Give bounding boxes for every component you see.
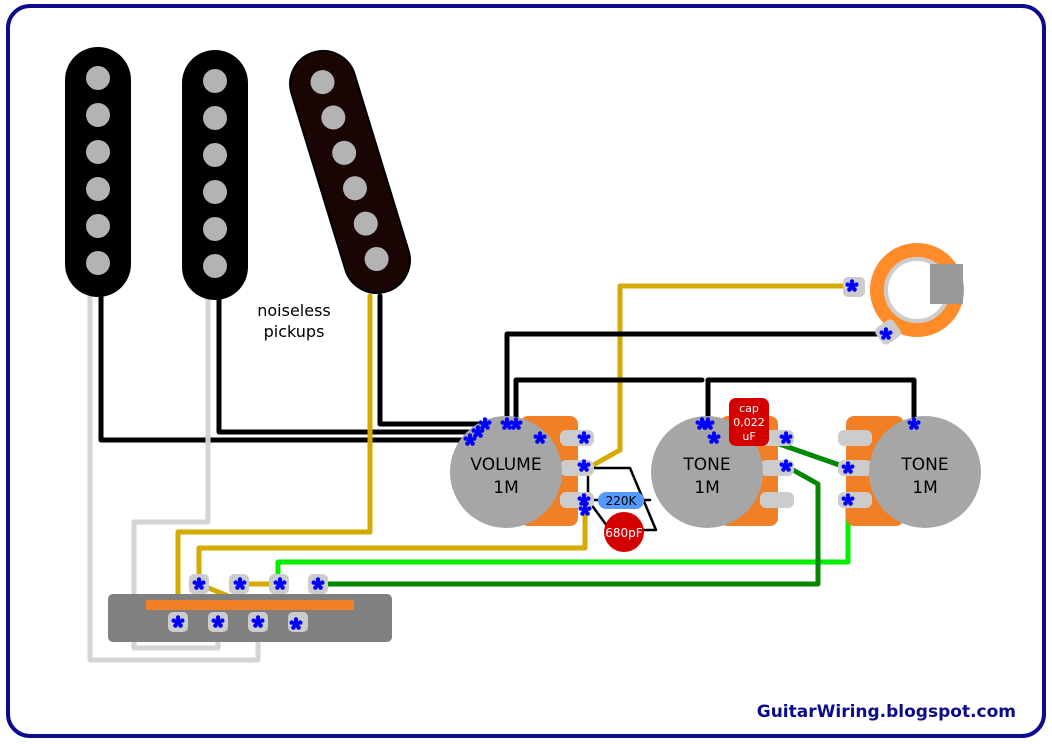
solder-joint-icon [509, 417, 523, 430]
wire-ground-bus-2 [705, 377, 917, 427]
solder-joints [171, 279, 921, 630]
cap-label-line3: uF [742, 430, 755, 443]
tone-pot-1: TONE 1M [651, 416, 794, 528]
wire-bridge-hot [377, 293, 488, 427]
pole-piece [203, 106, 227, 130]
volume-pot: VOLUME 1M [450, 416, 594, 528]
pole-piece [86, 214, 110, 238]
solder-joint-icon [211, 615, 225, 628]
wire-middle-ground [131, 295, 221, 651]
wire-tone1 [315, 463, 821, 587]
wire-volume-to-switch [196, 507, 588, 587]
pot-lug [760, 492, 794, 508]
single-coil-pickup-icon [289, 50, 411, 294]
treble-bleed-resistor [598, 492, 644, 509]
pole-piece [86, 66, 110, 90]
solder-joint-icon [577, 431, 591, 444]
solder-joint-icon [171, 615, 185, 628]
solder-joint-icon [311, 577, 325, 590]
solder-joint-icon [478, 417, 492, 430]
wire-neck-hot [98, 287, 473, 443]
jack-sleeve-body [930, 264, 963, 304]
pot-lug [838, 430, 872, 446]
pickup-label-line1: noiseless [257, 301, 331, 320]
pole-piece [203, 254, 227, 278]
pot-lug [560, 460, 594, 476]
tone-capacitor [729, 398, 769, 446]
potentiometer-icon [450, 416, 562, 528]
pole-piece [364, 247, 389, 272]
capacitor-icon [604, 512, 644, 552]
tone1-label-line1: TONE [682, 455, 730, 475]
resistor-label: 220K [606, 494, 638, 508]
tone2-label-line1: TONE [900, 455, 948, 475]
volume-label-line1: VOLUME [470, 455, 541, 475]
pole-piece [310, 70, 335, 95]
solder-joint-icon [841, 461, 855, 474]
pole-piece [203, 180, 227, 204]
solder-joint-icon [463, 433, 477, 446]
solder-joint-icon [578, 503, 592, 516]
pickup-label-line2: pickups [264, 322, 325, 341]
solder-joint-icon [533, 431, 547, 444]
solder-joint-icon [577, 459, 591, 472]
cap-label-line2: 0,022 [733, 416, 765, 429]
pickup-middle [182, 50, 248, 300]
solder-joint-icon [289, 617, 303, 630]
treble-bleed-capacitor: 680pF [604, 512, 644, 552]
solder-joint-icon [879, 327, 893, 340]
single-coil-pickup-icon [182, 50, 248, 300]
resistor-icon: 220K [598, 492, 644, 509]
solder-joint-icon [192, 577, 206, 590]
diagram-border [6, 4, 1046, 738]
tone1-label-line2: 1M [694, 478, 719, 498]
pickup-bridge [289, 50, 411, 294]
solder-joint-icon [707, 431, 721, 444]
solder-joint-icon [907, 417, 921, 430]
pole-piece [86, 103, 110, 127]
solder-joint-icon [701, 417, 715, 430]
wire-jack-ground [504, 331, 889, 427]
pole-piece [353, 211, 378, 236]
pole-piece [203, 69, 227, 93]
single-coil-pickup-icon [65, 47, 131, 297]
tone2-label-line2: 1M [912, 478, 937, 498]
pole-piece [86, 140, 110, 164]
tone-pot-2: TONE 1M [838, 416, 981, 528]
pole-piece [86, 177, 110, 201]
solder-joint-icon [233, 577, 247, 590]
pole-piece [321, 105, 346, 130]
pole-piece [86, 251, 110, 275]
solder-joint-icon [779, 459, 793, 472]
solder-joint-icon [577, 493, 591, 506]
solder-joint-icon [845, 279, 859, 292]
pickup-neck [65, 47, 131, 297]
pole-piece [203, 143, 227, 167]
output-jack-icon [843, 243, 964, 345]
wire-ground-bus [513, 377, 705, 427]
pole-piece [332, 140, 357, 165]
solder-joint-icon [779, 431, 793, 444]
footer-credit: GuitarWiring.blogspot.com [757, 702, 1016, 722]
solder-joint-icon [841, 493, 855, 506]
switch-blade [146, 600, 354, 610]
solder-joint-icon [251, 615, 265, 628]
cap-label-line1: cap [739, 402, 759, 415]
potentiometer-icon [869, 416, 981, 528]
pole-piece [342, 176, 367, 201]
solder-joint-icon [273, 577, 287, 590]
capacitor-icon: cap 0,022 uF [729, 398, 769, 446]
pole-piece [203, 217, 227, 241]
small-cap-label: 680pF [605, 526, 643, 540]
wire-volume-to-jack [585, 283, 855, 471]
wire-middle-hot [216, 293, 481, 435]
wire-bridge-to-switch [175, 293, 373, 625]
wire-tone2 [275, 503, 851, 587]
volume-label-line2: 1M [493, 478, 518, 498]
